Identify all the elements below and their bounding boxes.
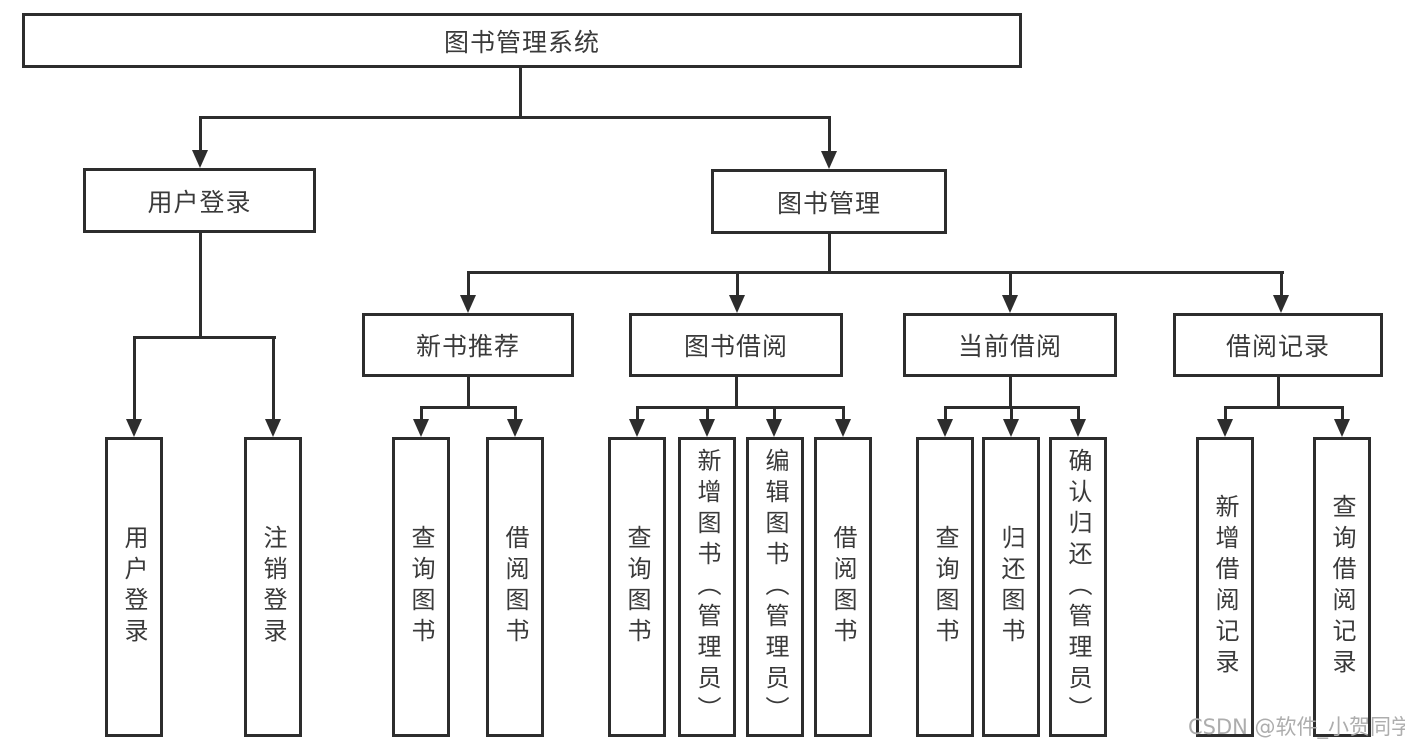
- connector-line: [828, 232, 831, 273]
- connector-line: [1280, 271, 1283, 298]
- arrowhead-icon: [126, 419, 142, 437]
- leaf-current-confirm-return-admin-label: 确认归还（管理员）: [1064, 447, 1092, 727]
- arrowhead-icon: [413, 419, 429, 437]
- leaf-logout: 注销登录: [244, 437, 302, 737]
- arrowhead-icon: [821, 151, 837, 169]
- leaf-user-login: 用户登录: [105, 437, 163, 737]
- leaf-record-query-borrow-record: 查询借阅记录: [1313, 437, 1371, 737]
- arrowhead-icon: [729, 295, 745, 313]
- connector-line: [467, 271, 1284, 274]
- leaf-borrow-add-books-admin-label: 新增图书（管理员）: [693, 447, 721, 727]
- connector-line: [1224, 406, 1227, 421]
- leaf-borrow-borrow-books: 借阅图书: [814, 437, 872, 737]
- leaf-borrow-query-books-label: 查询图书: [623, 525, 651, 649]
- leaf-logout-label: 注销登录: [259, 525, 287, 649]
- arrowhead-icon: [192, 150, 208, 168]
- arrowhead-icon: [1334, 419, 1350, 437]
- connector-line: [1077, 406, 1080, 421]
- node-root: 图书管理系统: [22, 13, 1022, 68]
- connector-line: [706, 406, 709, 421]
- arrowhead-icon: [1002, 295, 1018, 313]
- arrowhead-icon: [766, 419, 782, 437]
- leaf-borrow-query-books: 查询图书: [608, 437, 666, 737]
- leaf-user-login-label: 用户登录: [120, 525, 148, 649]
- connector-line: [199, 231, 202, 338]
- leaf-current-confirm-return-admin: 确认归还（管理员）: [1049, 437, 1107, 737]
- connector-line: [514, 406, 517, 421]
- leaf-record-query-borrow-record-label: 查询借阅记录: [1328, 494, 1356, 680]
- node-new-book-recommend-label: 新书推荐: [415, 332, 520, 361]
- connector-line: [1009, 376, 1012, 408]
- arrowhead-icon: [835, 419, 851, 437]
- arrowhead-icon: [460, 295, 476, 313]
- node-new-book-recommend: 新书推荐: [362, 313, 574, 377]
- connector-line: [420, 406, 423, 421]
- connector-line: [842, 406, 845, 421]
- leaf-current-query-books-label: 查询图书: [931, 525, 959, 649]
- leaf-record-add-borrow-record: 新增借阅记录: [1196, 437, 1254, 737]
- node-book-borrow-label: 图书借阅: [683, 332, 788, 361]
- connector-line: [636, 406, 845, 409]
- leaf-record-add-borrow-record-label: 新增借阅记录: [1211, 494, 1239, 680]
- csdn-watermark: CSDN @软件_小贺同学: [1188, 715, 1405, 739]
- leaf-borrow-edit-books-admin: 编辑图书（管理员）: [746, 437, 804, 737]
- connector-line: [1010, 406, 1013, 421]
- connector-line: [272, 336, 275, 421]
- arrowhead-icon: [629, 419, 645, 437]
- connector-line: [1224, 406, 1344, 409]
- connector-line: [199, 116, 202, 154]
- leaf-current-return-books-label: 归还图书: [997, 525, 1025, 649]
- leaf-recommend-query-books: 查询图书: [392, 437, 450, 737]
- arrowhead-icon: [1070, 419, 1086, 437]
- connector-line: [773, 406, 776, 421]
- connector-line: [1341, 406, 1344, 421]
- node-user-login-group-label: 用户登录: [147, 187, 252, 217]
- connector-line: [736, 271, 739, 298]
- node-borrow-record-label: 借阅记录: [1225, 332, 1330, 361]
- arrowhead-icon: [1273, 295, 1289, 313]
- connector-line: [1009, 271, 1012, 298]
- leaf-current-return-books: 归还图书: [982, 437, 1040, 737]
- node-current-borrow: 当前借阅: [903, 313, 1117, 377]
- node-book-borrow: 图书借阅: [629, 313, 843, 377]
- connector-line: [133, 336, 276, 339]
- leaf-recommend-query-books-label: 查询图书: [407, 525, 435, 649]
- connector-line: [519, 68, 522, 118]
- connector-line: [944, 406, 947, 421]
- leaf-current-query-books: 查询图书: [916, 437, 974, 737]
- connector-line: [133, 336, 136, 421]
- node-borrow-record: 借阅记录: [1173, 313, 1383, 377]
- arrowhead-icon: [1003, 419, 1019, 437]
- node-root-label: 图书管理系统: [443, 27, 600, 57]
- arrowhead-icon: [1217, 419, 1233, 437]
- node-book-management: 图书管理: [711, 169, 947, 234]
- connector-line: [199, 116, 831, 119]
- arrowhead-icon: [507, 419, 523, 437]
- connector-line: [420, 406, 517, 409]
- leaf-borrow-edit-books-admin-label: 编辑图书（管理员）: [761, 447, 789, 727]
- arrowhead-icon: [699, 419, 715, 437]
- node-current-borrow-label: 当前借阅: [957, 332, 1062, 361]
- connector-line: [636, 406, 639, 421]
- node-user-login-group: 用户登录: [83, 168, 316, 233]
- connector-line: [735, 376, 738, 408]
- arrowhead-icon: [265, 419, 281, 437]
- leaf-borrow-add-books-admin: 新增图书（管理员）: [678, 437, 736, 737]
- connector-line: [828, 116, 831, 154]
- leaf-recommend-borrow-books-label: 借阅图书: [501, 525, 529, 649]
- arrowhead-icon: [937, 419, 953, 437]
- connector-line: [1277, 376, 1280, 408]
- connector-line: [467, 376, 470, 408]
- connector-line: [467, 271, 470, 298]
- leaf-recommend-borrow-books: 借阅图书: [486, 437, 544, 737]
- node-book-management-label: 图书管理: [776, 188, 881, 218]
- leaf-borrow-borrow-books-label: 借阅图书: [829, 525, 857, 649]
